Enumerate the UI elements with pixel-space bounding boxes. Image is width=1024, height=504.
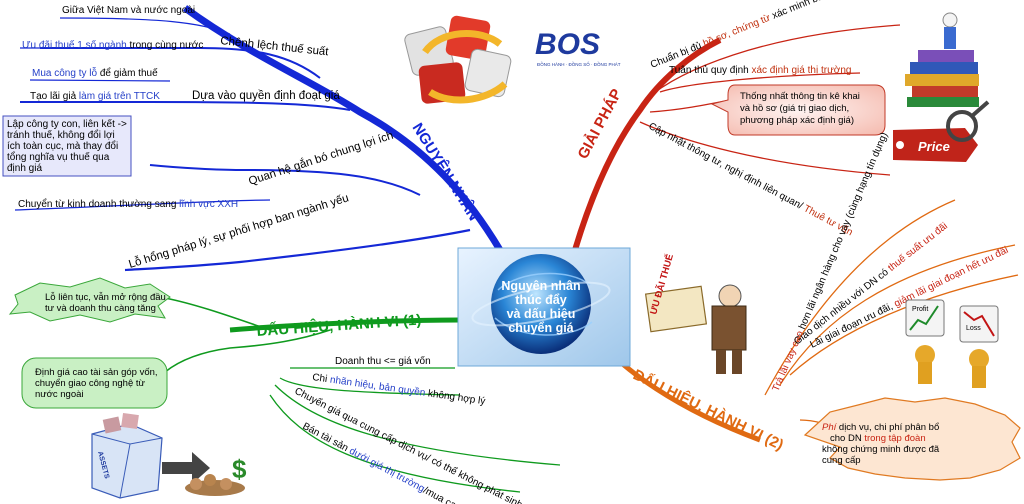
giai-phap-item-3: Cập nhật thông tư, nghị định liên quan/ … [647, 120, 855, 238]
svg-text:Phí dịch vụ, chi phí phân bổ: Phí dịch vụ, chi phí phân bổ [822, 422, 939, 433]
profit-loss-illustration: Profit Loss [905, 299, 999, 388]
svg-text:phương pháp xác định giá): phương pháp xác định giá) [740, 115, 854, 126]
price-tag-illustration: Price [893, 100, 990, 162]
center-title-4: chuyển giá [508, 321, 573, 335]
svg-text:và hồ sơ (giá trị giao dịch,: và hồ sơ (giá trị giao dịch, [740, 103, 849, 114]
giai-phap-callout: Thống nhất thông tin kê khai và hồ sơ (g… [710, 84, 886, 136]
sub-mua-cong-ty: Mua công ty lỗ để giảm thuế [32, 66, 158, 79]
svg-text:tổng nghĩa vụ thuế qua: tổng nghĩa vụ thuế qua [7, 151, 110, 163]
giai-phap-item-2: Tuân thủ quy định xác định giá thị trườn… [669, 64, 851, 76]
logo-brand: BOS [535, 28, 600, 61]
svg-text:Lỗ liên tục, vẫn mở rộng đầu: Lỗ liên tục, vẫn mở rộng đầu [45, 292, 166, 303]
svg-text:tư và doanh thu càng tăng: tư và doanh thu càng tăng [45, 303, 156, 314]
books-illustration [905, 12, 979, 107]
sub-chuyen: Chuyển từ kinh doanh thường sang lĩnh vự… [18, 198, 238, 210]
quan-he-box: Lập công ty con, liên kết -> tránh thuế,… [2, 115, 132, 177]
svg-text:chuyển giao công nghệ từ: chuyển giao công nghệ từ [35, 378, 146, 389]
dollar-sign: $ [232, 454, 247, 484]
center-title-2: thúc đẩy [515, 293, 566, 307]
svg-text:Định giá cao tài sản góp vốn,: Định giá cao tài sản góp vốn, [35, 367, 158, 378]
svg-text:cho DN trong tập đoàn: cho DN trong tập đoàn [830, 433, 926, 444]
svg-text:ích toàn cục, mà thay đổi: ích toàn cục, mà thay đổi [7, 140, 118, 152]
svg-text:không chứng minh được đã: không chứng minh được đã [822, 444, 940, 455]
sub-giua-vn: Giữa Việt Nam và nước ngoài [62, 5, 195, 16]
center-title-3: và dấu hiệu [507, 307, 576, 321]
branch-nguyen-nhan-lines [14, 5, 504, 272]
sub-uu-dai: Ưu đãi thuế 1 số ngành trong cùng nước [22, 39, 203, 51]
bos-logo: BOS ĐỒNG HÀNH · ĐỒNG SỐ · ĐỒNG PHÁT [535, 28, 621, 67]
dau-hieu-1-item-2: Chi nhãn hiệu, bản quyền không hợp lý [312, 371, 486, 407]
nguyen-nhan-title: NGUYÊN NHÂN [409, 120, 483, 224]
center-title-1: Nguyên nhân [501, 279, 580, 293]
branch-dau-hieu-1: DẤU HIỆU, HÀNH VI (1) Lỗ liên tục, vẫn m… [8, 277, 524, 504]
assets-illustration: ASSETS $ [91, 412, 247, 499]
svg-text:Lập công ty con, liên kết ->: Lập công ty con, liên kết -> [7, 118, 127, 130]
cloud-dinh-gia-cao: Định giá cao tài sản góp vốn, chuyển gia… [21, 357, 168, 409]
dau-hieu-2-title: DẤU HIỆU, HÀNH VI (2) [630, 365, 786, 454]
svg-text:Thống nhất thông tin kê khai: Thống nhất thông tin kê khai [740, 91, 860, 102]
svg-text:tránh thuế, không đổi lợi: tránh thuế, không đổi lợi [7, 129, 115, 141]
svg-text:cung cấp: cung cấp [822, 455, 861, 466]
logo-tagline: ĐỒNG HÀNH · ĐỒNG SỐ · ĐỒNG PHÁT [537, 61, 621, 67]
dice-illustration [404, 15, 512, 104]
dau-hieu-1-title: DẤU HIỆU, HÀNH VI (1) [256, 311, 422, 340]
price-tag-label: Price [918, 139, 950, 154]
branch-dau-hieu-1-lines [164, 297, 561, 493]
center-node: Nguyên nhân thúc đẩy và dấu hiệu chuyển … [457, 247, 631, 367]
burst-phi-dich-vu: Phí dịch vụ, chi phí phân bổ cho DN tron… [803, 397, 1021, 481]
man-sign-illustration: ƯU ĐÃI THUẾ [644, 253, 747, 374]
loss-label: Loss [966, 325, 981, 332]
dau-hieu-1-item-1: Doanh thu <= giá vốn [335, 355, 431, 367]
dua-vao-label: Dựa vào quyền định đoạt giá [192, 90, 340, 102]
dau-hieu-2-item-1: Trả lãi vay cao hơn lãi ngân hàng cho va… [771, 131, 891, 393]
branch-dau-hieu-2-lines [588, 199, 1019, 443]
profit-label: Profit [912, 306, 928, 313]
sub-tao-lai: Tạo lãi giả làm giá trên TTCK [30, 91, 160, 102]
svg-text:nước ngoài: nước ngoài [35, 389, 84, 400]
cloud-lo-lien-tuc: Lỗ liên tục, vẫn mở rộng đầu tư và doanh… [8, 277, 171, 323]
svg-text:định giá: định giá [7, 163, 42, 174]
